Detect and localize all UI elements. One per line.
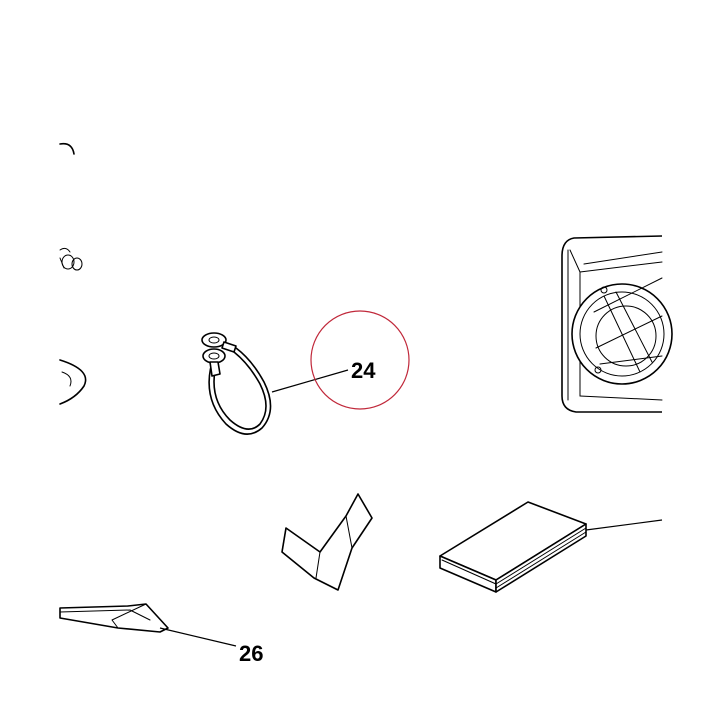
callout-26: 26 xyxy=(239,641,263,666)
ground-cable-part xyxy=(201,332,349,435)
ring-terminal-lower xyxy=(202,348,226,364)
partial-nut-part xyxy=(59,247,83,271)
partial-hook-part xyxy=(59,142,75,155)
cable-leader-line xyxy=(271,369,349,393)
angled-bracket-part xyxy=(281,493,373,591)
partial-curved-part xyxy=(59,359,87,405)
engine-housing-part xyxy=(561,235,673,413)
blade-leader-line xyxy=(159,627,237,647)
ring-terminal-upper xyxy=(201,332,227,348)
highlight-circle xyxy=(310,310,410,410)
manual-leader-line xyxy=(585,519,663,531)
owners-manual-part xyxy=(439,501,663,593)
mower-blade-part xyxy=(59,603,237,647)
callout-24: 24 xyxy=(351,358,376,383)
